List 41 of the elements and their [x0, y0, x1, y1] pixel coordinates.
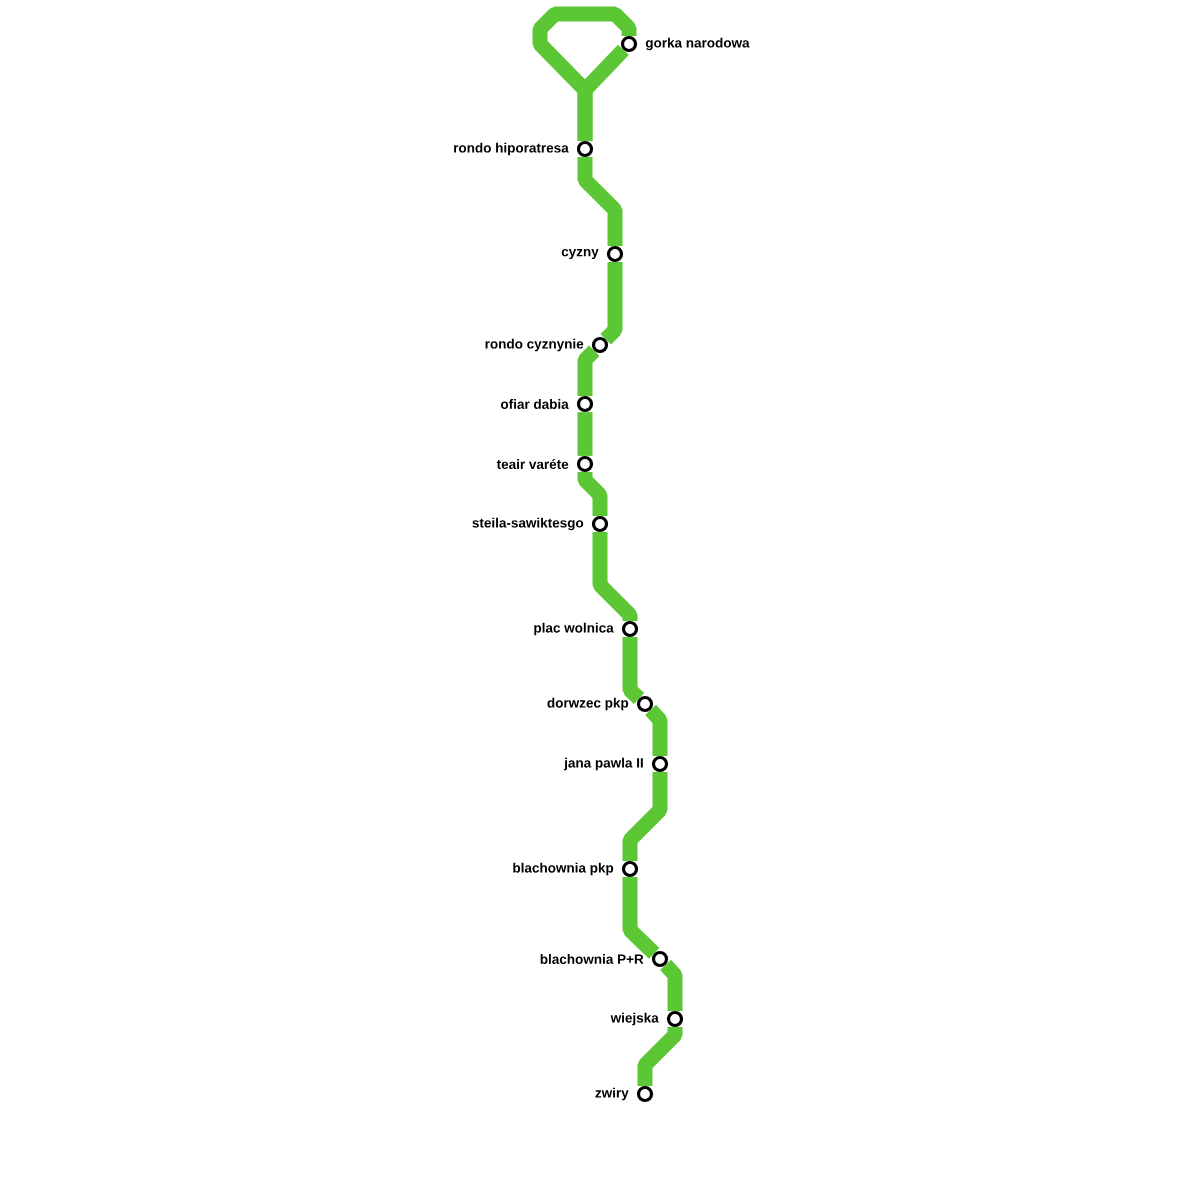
station-marker [563, 755, 669, 773]
metro-line [622, 772, 668, 861]
station-name: gorka narodowa [645, 37, 750, 51]
station-marker [500, 395, 594, 413]
station-name: blachownia P+R [540, 954, 644, 964]
metro-line [577, 157, 623, 246]
metro-line [577, 345, 600, 396]
station-marker [454, 140, 594, 158]
station-marker [620, 35, 750, 53]
metro-line [622, 877, 660, 959]
station-name: zwiry [595, 1087, 629, 1101]
station-marker [595, 1085, 654, 1103]
station-marker [534, 620, 639, 638]
station-name: dorwzec pkp [547, 697, 629, 711]
station-name: rondo cyznynie [485, 338, 584, 352]
metro-line [645, 704, 668, 756]
station-name: ofiar dabia [500, 399, 569, 409]
station-name: plac wolnica [534, 622, 614, 636]
station-name: steila-sawiktesgo [472, 517, 584, 531]
metro-line [532, 6, 637, 141]
station-marker [496, 455, 594, 473]
station-name: teair varéte [496, 459, 569, 469]
station-marker [472, 515, 609, 533]
station-name: blachownia pkp [513, 862, 614, 876]
metro-line [637, 1027, 683, 1086]
metro-line [577, 412, 593, 456]
metro-line [577, 472, 608, 516]
metro-line [600, 262, 623, 345]
station-marker [610, 1010, 684, 1028]
station-name: jana pawla II [563, 757, 643, 771]
station-name: wiejska [610, 1012, 659, 1026]
station-marker [485, 336, 609, 354]
station-name: rondo hiporatresa [454, 142, 569, 156]
metro-line [592, 532, 638, 623]
station-marker [547, 695, 654, 713]
metro-line [660, 959, 683, 1011]
station-marker [513, 860, 639, 878]
metro-line [622, 637, 645, 704]
station-marker [540, 950, 669, 968]
station-name: cyzny [561, 248, 599, 260]
station-marker [561, 245, 624, 263]
